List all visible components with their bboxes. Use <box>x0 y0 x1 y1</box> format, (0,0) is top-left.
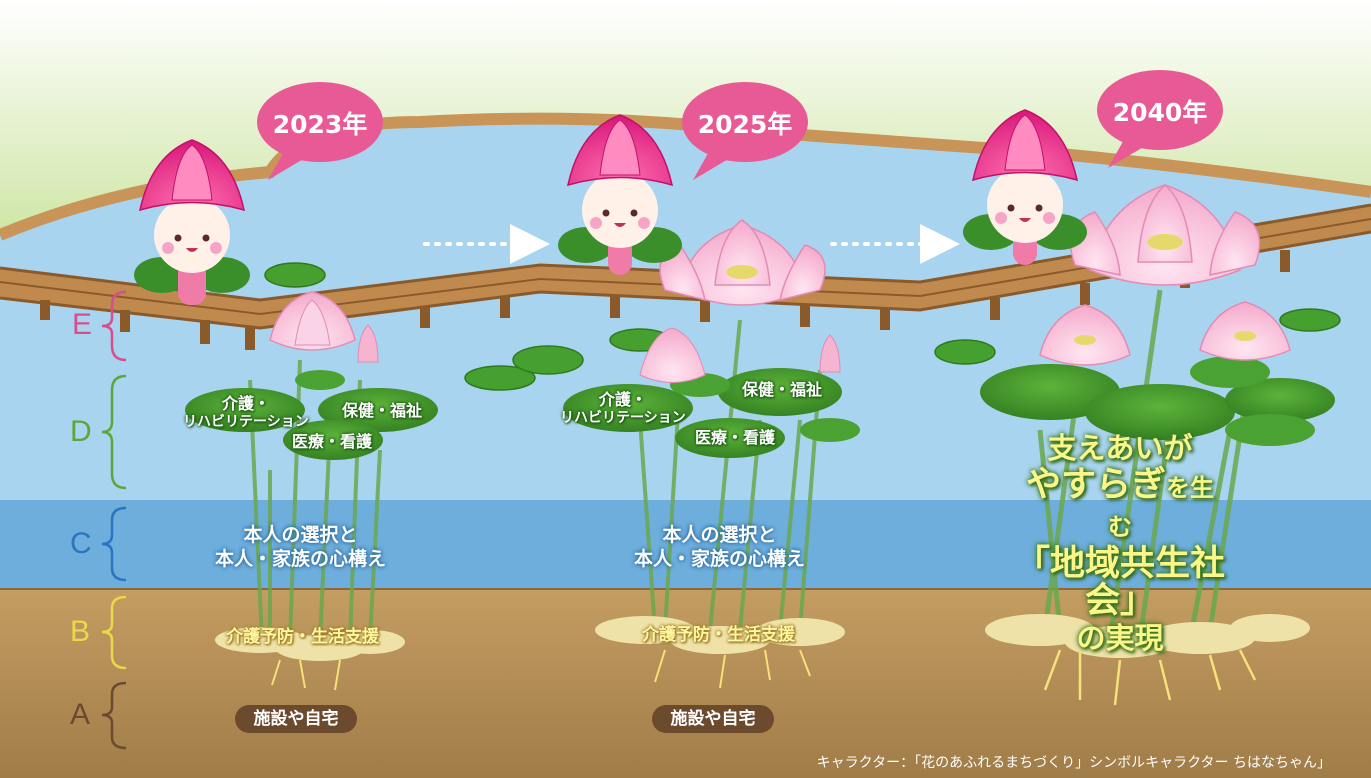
slogan-line2-rest: を生む <box>1108 474 1214 541</box>
stage2-choice-line1: 本人の選択と <box>662 524 777 546</box>
stage1-pads <box>185 370 438 460</box>
stage2-health-welfare-label: 保健・福祉 <box>742 380 823 399</box>
stage1-health-welfare-label: 保健・福祉 <box>342 401 423 420</box>
brace-a <box>101 681 127 750</box>
stage3-roots <box>985 614 1310 706</box>
year-label-2023: 2023年 <box>272 110 368 139</box>
stage1-choice-line1: 本人の選択と <box>243 524 358 546</box>
stage1-lotus-bud <box>269 291 379 363</box>
mascot-1 <box>134 139 250 305</box>
stage2-choice-label: 本人の選択と 本人・家族の心構え <box>634 523 805 571</box>
stage3-pads <box>980 356 1335 446</box>
stage1-care-label: 介護・ リハビリテーション <box>183 394 309 432</box>
slogan-line2: やすらぎを生む <box>1015 467 1225 546</box>
year-label-2025: 2025年 <box>697 110 793 139</box>
floating-pads <box>264 262 1341 391</box>
stage1-prevention-label: 介護予防・生活支援 <box>226 627 379 647</box>
stage2-care-line1: 介護・ <box>598 390 647 409</box>
stage1-choice-line2: 本人・家族の心構え <box>215 548 387 570</box>
speech-bubble-2 <box>682 82 808 180</box>
layer-letter-e: E <box>72 308 93 341</box>
stage1-care-line2: リハビリテーション <box>183 414 309 430</box>
stage1-facility-home-pill: 施設や自宅 <box>235 705 357 733</box>
layer-letter-d: D <box>70 415 92 448</box>
stage2-medical-nursing-label: 医療・看護 <box>695 428 776 447</box>
brace-b <box>101 595 127 670</box>
mascot-3 <box>963 109 1087 265</box>
stage3-plant <box>1037 289 1253 641</box>
brace-d <box>101 374 127 490</box>
stage1-medical-nursing-label: 医療・看護 <box>292 432 373 451</box>
stage1-care-line1: 介護・ <box>221 394 270 413</box>
slogan-line3: 「地域共生社会」 <box>1015 544 1226 621</box>
stage1-choice-label: 本人の選択と 本人・家族の心構え <box>215 523 386 571</box>
stage2-prevention-label: 介護予防・生活支援 <box>642 625 795 645</box>
stage2-care-line2: リハビリテーション <box>560 410 686 426</box>
year-label-2040: 2040年 <box>1112 98 1208 127</box>
stage1-roots <box>215 627 405 691</box>
stage3-lotus-large <box>1039 184 1291 366</box>
layer-letter-b: B <box>70 615 91 648</box>
stage2-care-label: 介護・ リハビリテーション <box>560 390 686 428</box>
stage2-roots <box>595 616 845 689</box>
stage2-choice-line2: 本人・家族の心構え <box>634 548 806 570</box>
slogan: 支えあいが やすらぎを生む 「地域共生社会」 の実現 <box>1015 430 1225 657</box>
brace-e <box>101 290 127 362</box>
mascot-2 <box>558 114 682 275</box>
character-credit: キャラクター：「花のあふれるまちづくり」シンボルキャラクター ちはなちゃん」 <box>816 755 1331 771</box>
water-deep <box>0 500 1371 590</box>
slogan-line4: の実現 <box>1076 621 1164 655</box>
layer-letter-a: A <box>70 698 91 731</box>
layer-braces <box>101 290 127 750</box>
stage2-lotus-open <box>639 219 841 383</box>
slogan-line2-emphasis: やすらぎ <box>1025 465 1166 505</box>
speech-bubble-1 <box>257 82 383 180</box>
brace-c <box>101 506 127 582</box>
speech-bubble-3 <box>1097 70 1223 168</box>
pond-rim <box>0 112 1371 241</box>
slogan-line1: 支えあいが <box>1047 431 1193 465</box>
stage2-facility-home-pill: 施設や自宅 <box>652 705 774 733</box>
layer-letter-c: C <box>70 527 92 560</box>
